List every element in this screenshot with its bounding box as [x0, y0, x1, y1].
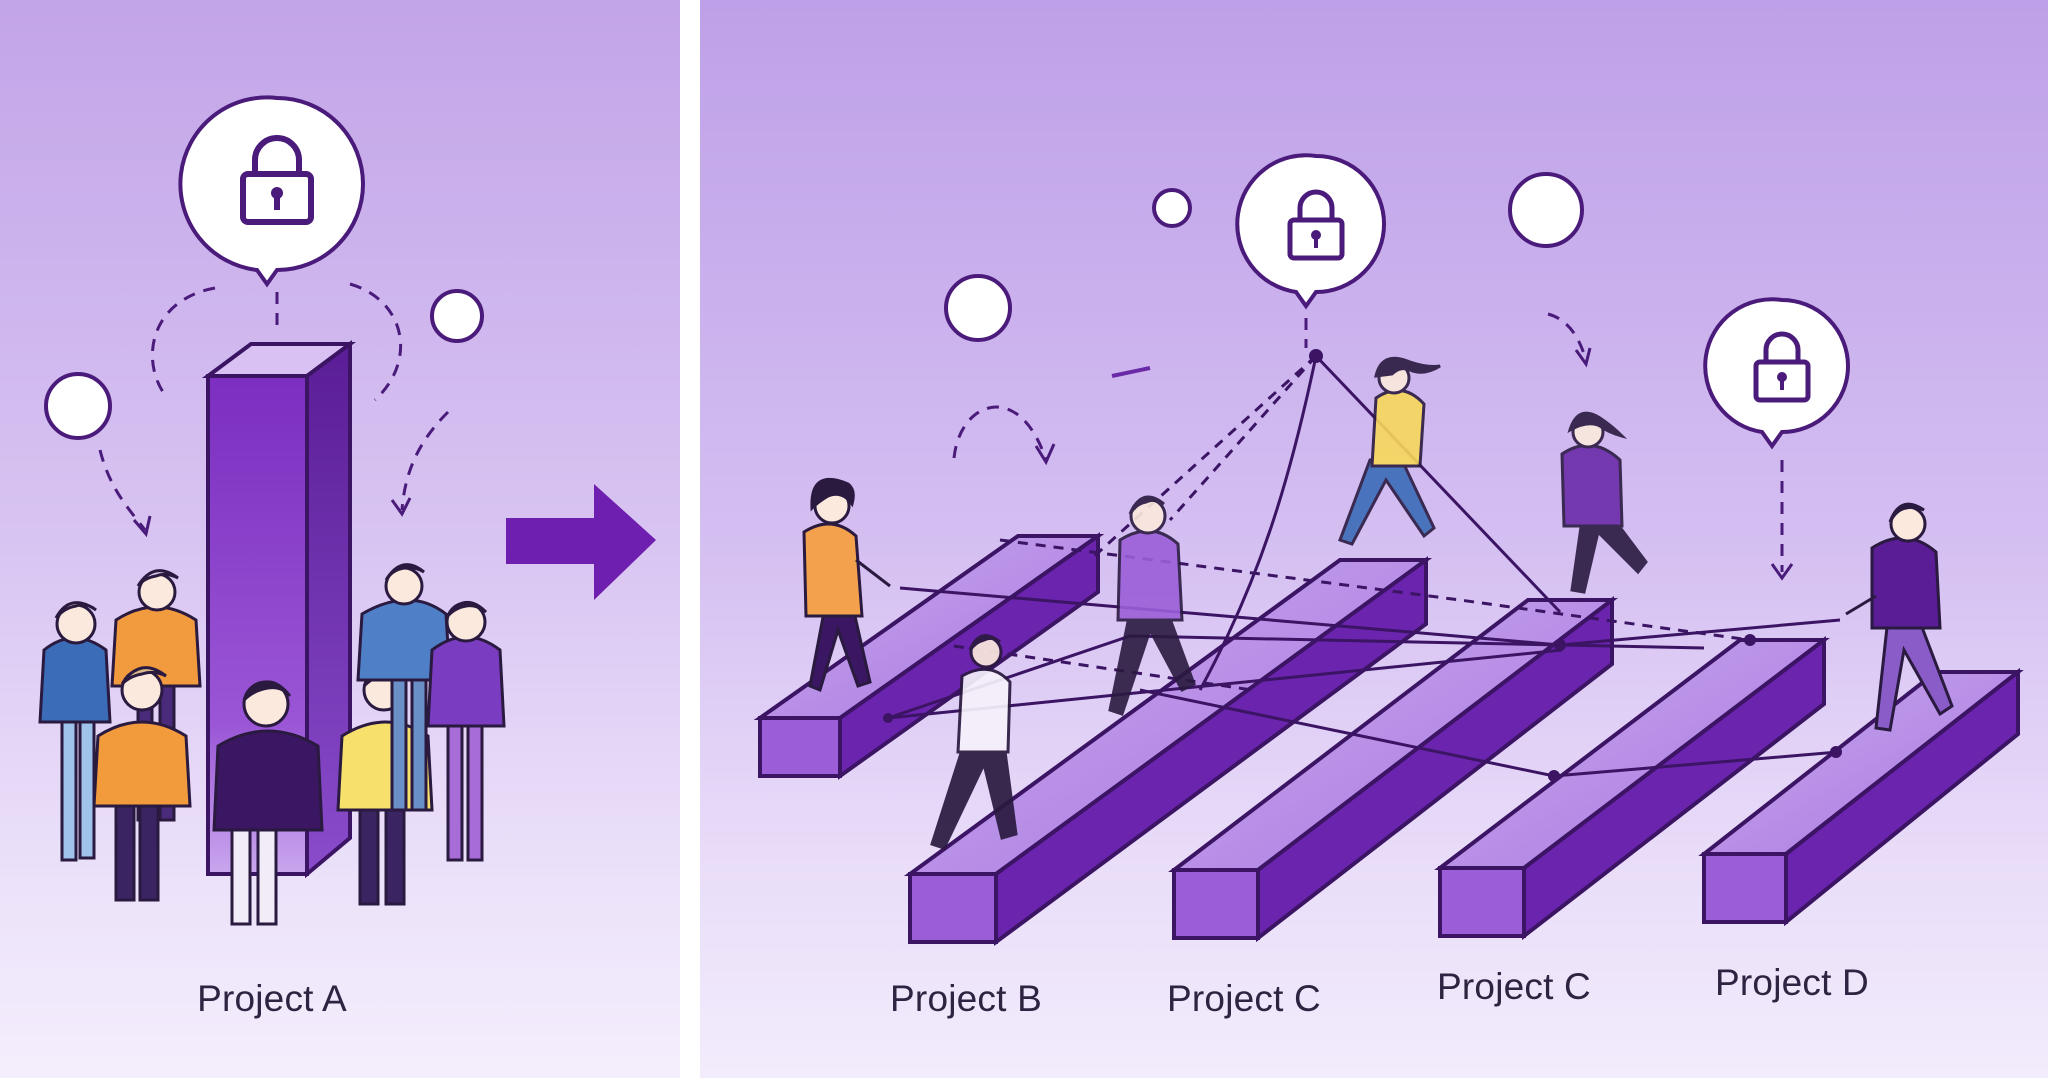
team-members-group: [38, 563, 506, 926]
person: [1845, 502, 1954, 732]
floating-circle: [944, 274, 1012, 342]
floating-circle: [1508, 172, 1584, 248]
floating-circle: [44, 372, 112, 440]
lock-bubble: [1703, 297, 1850, 450]
project-c-label-2: Project C: [1437, 966, 1591, 1007]
arrowheads: [132, 497, 412, 538]
arrowheads: [1034, 347, 1794, 581]
project-b-label: Project B: [890, 978, 1042, 1019]
right-illustration: [753, 153, 2024, 946]
lock-bubble: [1235, 153, 1386, 310]
lock-icon: [1287, 189, 1345, 261]
person: [1108, 495, 1196, 716]
person: [802, 478, 891, 693]
panel-project-a: Project A: [0, 0, 680, 1078]
project-c-beam: [1168, 595, 1618, 943]
lock-bubble: [178, 95, 365, 288]
person: [426, 601, 506, 862]
project-d-label: Project D: [1715, 962, 1869, 1003]
person: [1338, 356, 1441, 546]
connection-nodes: [883, 349, 1842, 782]
team-members-moving: [802, 356, 1954, 850]
person: [212, 680, 324, 926]
left-illustration: [38, 95, 656, 926]
floating-circle: [430, 289, 484, 343]
dashed-flow-arrows: [952, 312, 1784, 572]
floating-circle: [1152, 188, 1192, 228]
person: [930, 634, 1018, 850]
person: [92, 666, 192, 902]
person: [38, 601, 112, 862]
person: [356, 563, 452, 812]
lock-icon: [1753, 331, 1811, 403]
panel-projects-b-d: Project B Project C Project C Project D: [700, 0, 2048, 1078]
project-c-beam: [1434, 635, 1830, 941]
person: [1560, 411, 1648, 594]
dash-mark: [1111, 366, 1151, 378]
lock-icon: [240, 135, 314, 225]
dashed-flow-arrows: [98, 282, 450, 531]
project-a-label: Project A: [197, 978, 347, 1019]
arrow-right-icon: [506, 484, 656, 600]
project-c-label: Project C: [1167, 978, 1321, 1019]
project-d-beam: [1698, 667, 2024, 927]
